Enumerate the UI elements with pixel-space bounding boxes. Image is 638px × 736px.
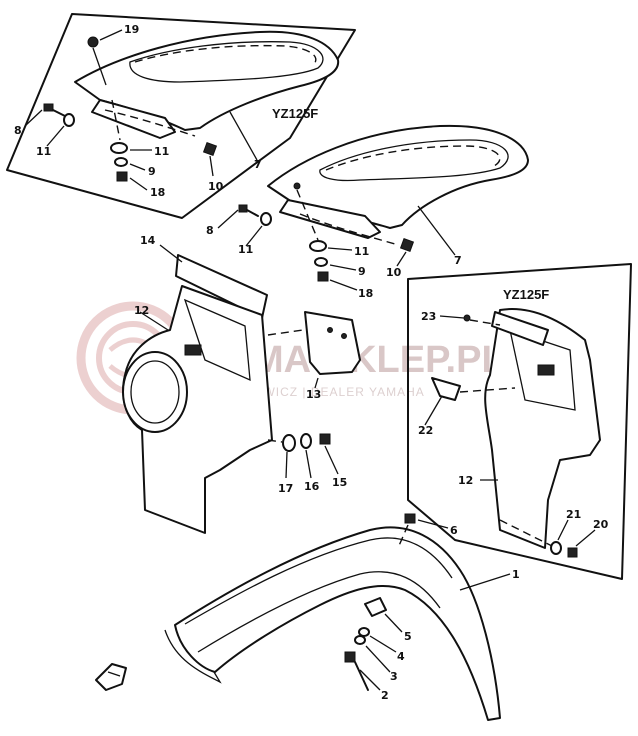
callout-11: 11 bbox=[238, 243, 253, 256]
callout-1: 1 bbox=[512, 568, 520, 581]
callout-17: 17 bbox=[278, 482, 293, 495]
front-fender bbox=[174, 526, 501, 721]
callout-20: 20 bbox=[593, 518, 609, 531]
callout-7: 7 bbox=[454, 254, 462, 267]
callout-5: 5 bbox=[404, 630, 412, 643]
callout-8: 8 bbox=[14, 124, 22, 137]
callout-22: 22 bbox=[418, 424, 433, 437]
callout-18: 18 bbox=[358, 287, 373, 300]
bolt-8-inset bbox=[43, 103, 75, 127]
callout-2: 2 bbox=[381, 689, 389, 702]
callout-10: 10 bbox=[386, 266, 402, 279]
callout-11: 11 bbox=[354, 245, 369, 258]
callout-19: 19 bbox=[124, 23, 139, 36]
callout-9: 9 bbox=[148, 165, 156, 178]
callouts: 19 8 11 11 9 18 10 7 8 11 11 9 18 10 7 1… bbox=[14, 23, 609, 702]
bolt-19 bbox=[87, 36, 107, 86]
callout-10: 10 bbox=[208, 180, 224, 193]
callout-6: 6 bbox=[450, 524, 458, 537]
callout-14: 14 bbox=[140, 234, 156, 247]
callout-18: 18 bbox=[150, 186, 165, 199]
rear-fender-assembly bbox=[217, 124, 529, 291]
callout-11: 11 bbox=[36, 145, 51, 158]
callout-4: 4 bbox=[397, 650, 405, 663]
callout-15: 15 bbox=[332, 476, 347, 489]
callout-23: 23 bbox=[421, 310, 436, 323]
plate-13 bbox=[304, 311, 361, 375]
callout-13: 13 bbox=[306, 388, 321, 401]
callout-3: 3 bbox=[390, 670, 398, 683]
number-plate-assembly bbox=[122, 244, 361, 534]
callout-21: 21 bbox=[566, 508, 581, 521]
front-fender-assembly bbox=[95, 513, 511, 721]
inset-box-top: YZ125F bbox=[6, 13, 356, 219]
callout-12: 12 bbox=[134, 304, 149, 317]
callout-7: 7 bbox=[254, 158, 262, 171]
inset-box-right: YZ125F bbox=[407, 263, 632, 580]
model-label-right: YZ125F bbox=[503, 287, 549, 302]
callout-12: 12 bbox=[458, 474, 473, 487]
callout-16: 16 bbox=[304, 480, 320, 493]
model-label-top: YZ125F bbox=[272, 106, 318, 121]
callout-8: 8 bbox=[206, 224, 214, 237]
rear-fender bbox=[267, 124, 529, 229]
callout-9: 9 bbox=[358, 265, 366, 278]
callout-11: 11 bbox=[154, 145, 169, 158]
